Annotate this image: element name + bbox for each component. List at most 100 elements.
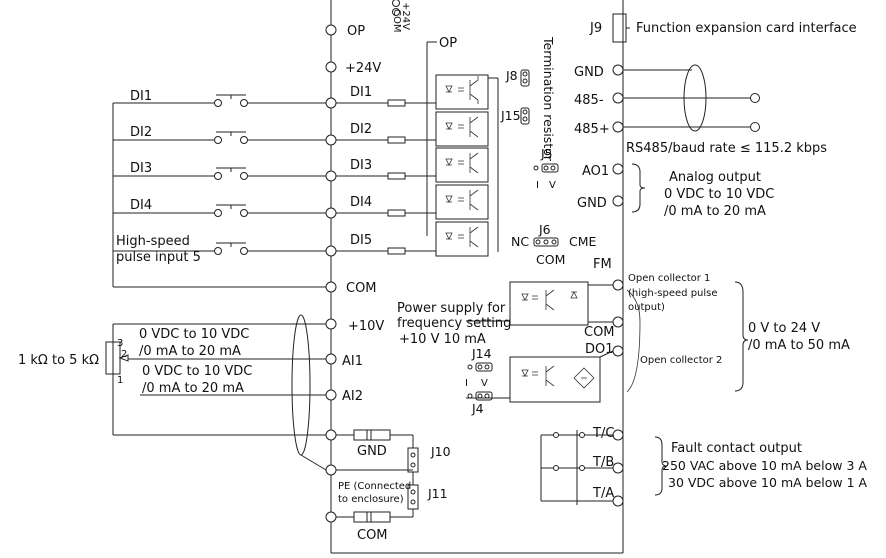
- plus24v-label: +24V: [345, 61, 381, 76]
- top-power-terminals: +24V COM OP: [391, 0, 457, 236]
- expansion-interface: J9 Function expansion card interface: [589, 13, 857, 43]
- termination-resistor-label: Termination resistor: [541, 36, 556, 162]
- com-vertical-label: COM: [391, 9, 402, 32]
- com-block-label: COM: [357, 528, 388, 543]
- op-bus-label: OP: [439, 36, 457, 51]
- di5-switch-label-1: High-speed: [116, 234, 190, 249]
- termination-jumpers: J8 J15 Termination resistor: [500, 36, 556, 162]
- plus10v-label: +10V: [348, 319, 384, 334]
- di3-row: DI3: [113, 161, 326, 180]
- di5-terminal-label: DI5: [350, 233, 372, 248]
- j5-i-label: I: [536, 180, 539, 191]
- relay-tc-label: T/C: [592, 426, 614, 441]
- ai1-range-1: 0 VDC to 10 VDC: [139, 327, 249, 342]
- plus24v-vertical-label: +24V: [400, 2, 411, 30]
- oc1-label-1: Open collector 1: [628, 273, 710, 284]
- j11-label: J11: [427, 486, 448, 501]
- pot-range-label: 1 kΩ to 5 kΩ: [18, 353, 99, 368]
- gnd-block-label: GND: [357, 444, 387, 459]
- di4-terminal-label: DI4: [350, 195, 372, 210]
- ai1-label: AI1: [342, 354, 363, 369]
- di4-terminal: [325, 207, 337, 219]
- rs485-gnd-label: GND: [574, 65, 604, 80]
- analog-output: AO1 GND Analog output 0 VDC to 10 VDC /0…: [577, 163, 774, 219]
- j10-label: J10: [430, 444, 451, 459]
- di5-terminal: [325, 245, 337, 257]
- di2-switch-label: DI2: [130, 125, 152, 140]
- ground-block: J10 GND J11 PE (Connected to enclosure) …: [325, 429, 451, 543]
- rs485-terminals: GND 485- 485+ RS485/baud rate ≤ 115.2 kb…: [574, 64, 827, 156]
- ao-gnd-label: GND: [577, 196, 607, 211]
- pe-label-2: to enclosure): [338, 494, 404, 505]
- rs485-baud-label: RS485/baud rate ≤ 115.2 kbps: [626, 141, 827, 156]
- oc2-label: Open collector 2: [640, 355, 722, 366]
- com-terminal: [325, 281, 337, 293]
- di3-terminal: [325, 170, 337, 182]
- relay-tb-label: T/B: [592, 455, 614, 470]
- j14-i-label: I: [465, 378, 468, 389]
- di4-switch-label: DI4: [130, 198, 152, 213]
- pot-pin-1: 1: [117, 375, 123, 386]
- rs485-plus-label: 485+: [574, 122, 610, 137]
- j4-label: J4: [471, 401, 484, 416]
- board-outline: [330, 0, 624, 554]
- pot-pin-3: 3: [117, 338, 123, 349]
- psu-label-3: +10 V 10 mA: [399, 332, 486, 347]
- fault-relay: T/C T/B T/A Fault contact output 250 VAC…: [540, 426, 868, 507]
- j8-label: J8: [505, 68, 518, 83]
- fm-label: FM: [593, 257, 612, 272]
- analog-inputs: +10V AI1 AI2 Power supply for frequency …: [18, 301, 511, 471]
- j14-label: J14: [471, 346, 492, 361]
- fault-dc-rating: 30 VDC above 10 mA below 1 A: [668, 475, 868, 490]
- com-terminal-label: COM: [346, 281, 377, 296]
- di3-terminal-label: DI3: [350, 158, 372, 173]
- op-terminal: OP: [325, 24, 365, 39]
- j6-cme-label: CME: [569, 234, 597, 249]
- ai2-range-2: /0 mA to 20 mA: [142, 381, 244, 396]
- j14-v-label: V: [481, 378, 488, 389]
- fault-output-title: Fault contact output: [671, 441, 802, 456]
- di1-switch-label: DI1: [130, 89, 152, 104]
- expansion-card-label: Function expansion card interface: [636, 21, 857, 36]
- di-rows: DI1 DI2 DI3: [112, 85, 377, 296]
- di-optocouplers: [336, 74, 499, 257]
- pe-label-1: PE (Connected: [338, 481, 411, 492]
- j14-j4-jumpers: J14 I V J4: [465, 346, 493, 416]
- j5-jumper: J5 I V: [533, 146, 559, 191]
- ao1-label: AO1: [582, 164, 609, 179]
- oc1-label-2: (high-speed pulse: [628, 288, 718, 299]
- j6-com-label: COM: [536, 252, 565, 267]
- di1-terminal: [325, 97, 337, 109]
- do-range-2: /0 mA to 50 mA: [748, 338, 850, 353]
- ai2-label: AI2: [342, 389, 363, 404]
- analog-output-range-2: /0 mA to 20 mA: [664, 204, 766, 219]
- j15-label: J15: [500, 108, 521, 123]
- j6-label: J6: [538, 222, 551, 237]
- j6-nc-label: NC: [511, 234, 529, 249]
- analog-output-title: Analog output: [669, 170, 761, 185]
- j9-label: J9: [589, 21, 602, 36]
- fault-ac-rating: 250 VAC above 10 mA below 3 A: [662, 458, 867, 473]
- do-range-1: 0 V to 24 V: [748, 321, 820, 336]
- psu-label-2: frequency setting: [397, 316, 511, 331]
- relay-ta-label: T/A: [592, 486, 614, 501]
- j6-jumper: J6 NC CME COM: [511, 222, 597, 267]
- open-collector-outputs: FM COM DO1 Open collector 1 (high-speed: [466, 257, 850, 403]
- di5-row: High-speed pulse input 5: [113, 234, 326, 265]
- di1-terminal-label: DI1: [350, 85, 372, 100]
- do1-label: DO1: [585, 342, 614, 357]
- di2-terminal: [325, 134, 337, 146]
- j5-v-label: V: [549, 180, 556, 191]
- di1-row: DI1: [113, 89, 326, 107]
- di2-terminal-label: DI2: [350, 122, 372, 137]
- oc1-label-3: output): [628, 302, 665, 313]
- pot-pin-2: 2: [121, 349, 127, 360]
- psu-label-1: Power supply for: [397, 301, 506, 316]
- ai1-range-2: /0 mA to 20 mA: [139, 344, 241, 359]
- analog-output-range-1: 0 VDC to 10 VDC: [664, 187, 774, 202]
- di5-switch-label-2: pulse input 5: [116, 250, 201, 265]
- di4-row: DI4: [113, 198, 326, 217]
- ai2-range-1: 0 VDC to 10 VDC: [142, 364, 252, 379]
- plus24v-terminal: +24V: [325, 61, 381, 76]
